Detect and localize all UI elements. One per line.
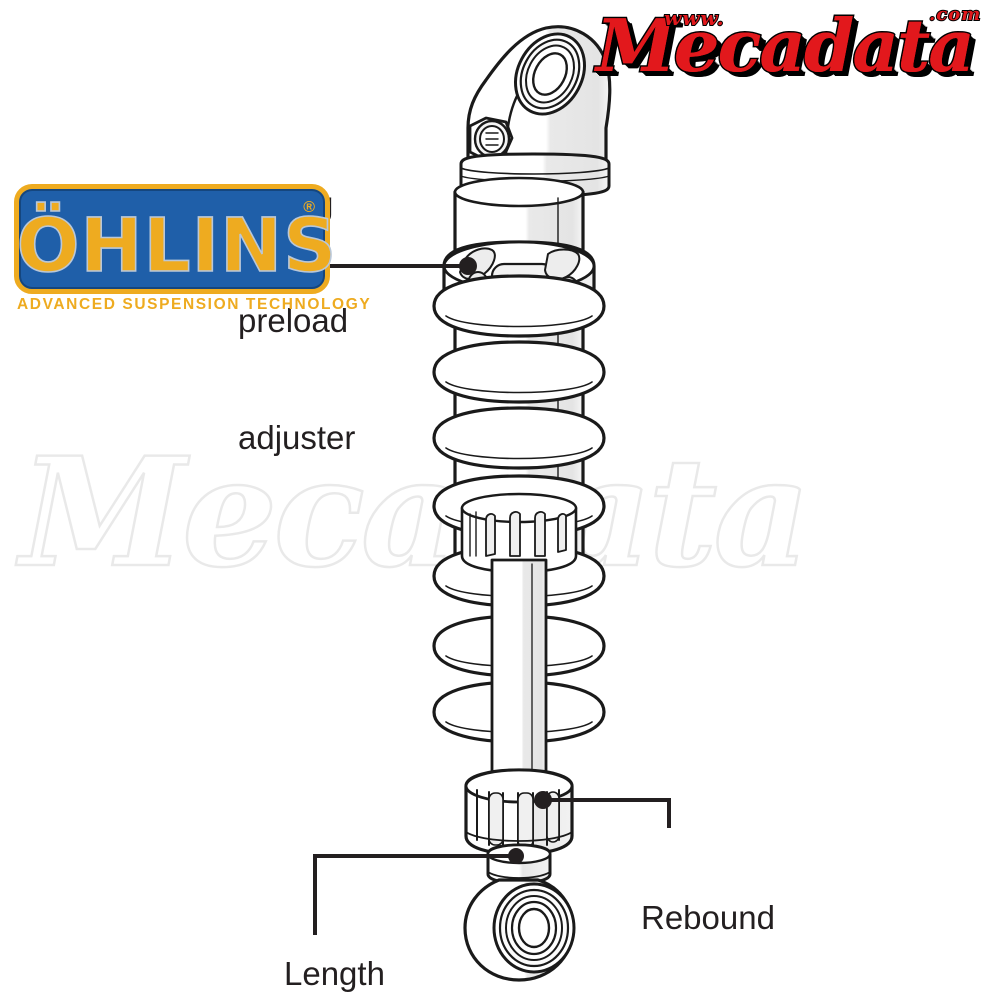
rebound-damping-adjuster-knob bbox=[464, 768, 574, 856]
brand-suffix-com: .com bbox=[928, 3, 982, 26]
callout-line-1: Rebound bbox=[641, 899, 775, 936]
ohlins-logo: ÖHLINS ® ADVANCED SUSPENSION TECHNOLOGY bbox=[14, 184, 372, 316]
ohlins-tagline: ADVANCED SUSPENSION TECHNOLOGY bbox=[17, 296, 372, 313]
damper-shaft bbox=[490, 558, 548, 792]
callout-length-adjuster: Length adjuster bbox=[284, 876, 401, 1000]
bottom-eyelet-assembly bbox=[463, 878, 576, 982]
brand-name-outline: Mecadata bbox=[595, 3, 977, 88]
top-clevis-hex-nut bbox=[468, 116, 514, 162]
ohlins-logo-plate: ÖHLINS ® bbox=[14, 184, 335, 294]
callout-rebound-damping-adjuster: Rebound damping adjuster bbox=[641, 820, 775, 1000]
coil-spring bbox=[432, 274, 606, 744]
seal-head bbox=[460, 492, 578, 574]
callout-line-3: adjuster bbox=[238, 419, 356, 456]
registered-trademark-icon: ® bbox=[303, 199, 315, 216]
brand-prefix-www: www. bbox=[663, 5, 725, 31]
length-adjuster-ring bbox=[486, 843, 552, 885]
callout-spring-preload-adjuster: Spring preload adjuster bbox=[238, 106, 355, 535]
callout-line-1: Length bbox=[284, 955, 385, 992]
top-eyelet-assembly bbox=[459, 25, 612, 198]
mecadata-brand-logo: Mecadata Mecadata www. .com bbox=[595, 2, 996, 88]
callout-line-2: preload bbox=[238, 302, 349, 339]
ohlins-wordmark-graphic: ÖHLINS bbox=[19, 200, 335, 290]
ohlins-wordmark-text: ÖHLINS bbox=[19, 201, 335, 289]
brand-name-fill: Mecadata bbox=[596, 3, 975, 88]
